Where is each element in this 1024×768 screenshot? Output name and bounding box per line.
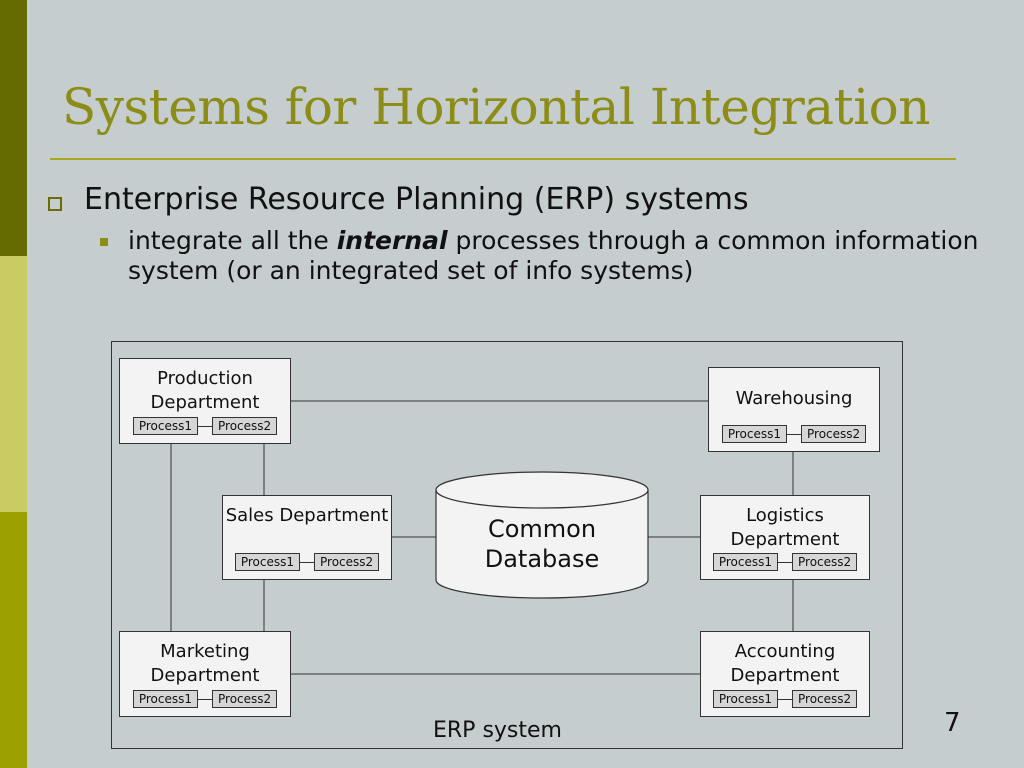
dept-name: Sales Department (225, 505, 389, 526)
process-row: Process1 Process2 (709, 425, 879, 443)
square-bullet-icon (48, 197, 62, 211)
process-row: Process1 Process2 (701, 690, 869, 708)
dept-name: Warehousing (735, 388, 853, 409)
sub-bullet-emphasis: internal (336, 226, 448, 255)
process1-box: Process1 (132, 417, 198, 435)
process2-box: Process2 (212, 690, 278, 708)
sub-bullet-text-post: processes through a common information s… (128, 226, 979, 285)
process2-box: Process2 (314, 553, 380, 571)
small-square-bullet-icon (100, 238, 108, 246)
dept-name: Logistics Department (730, 505, 840, 550)
process-row: Process1 Process2 (120, 690, 290, 708)
slide-title: Systems for Horizontal Integration (62, 78, 931, 136)
process-row: Process1 Process2 (223, 553, 391, 571)
common-database-label: Common Database (484, 515, 600, 573)
accent-stripe-bottom (0, 512, 27, 768)
process-row: Process1 Process2 (701, 553, 869, 571)
process1-box: Process1 (721, 425, 787, 443)
process2-box: Process2 (792, 553, 858, 571)
page-number: 7 (944, 708, 961, 738)
process-connector (198, 698, 212, 700)
process-connector (787, 433, 801, 435)
dept-name: Production Department (150, 368, 260, 413)
process-connector (778, 561, 792, 563)
process-row: Process1 Process2 (120, 417, 290, 435)
erp-system-caption: ERP system (433, 718, 562, 743)
process-connector (778, 698, 792, 700)
process-connector (300, 561, 314, 563)
dept-accounting: Accounting Department Process1 Process2 (700, 631, 870, 717)
erp-diagram-frame (111, 341, 903, 749)
sub-bullet-text-pre: integrate all the (128, 226, 337, 255)
bullet-erp: Enterprise Resource Planning (ERP) syste… (84, 182, 749, 217)
process2-box: Process2 (792, 690, 858, 708)
process1-box: Process1 (712, 690, 778, 708)
dept-marketing: Marketing Department Process1 Process2 (119, 631, 291, 717)
dept-name: Marketing Department (150, 641, 260, 686)
dept-warehousing: Warehousing Process1 Process2 (708, 367, 880, 452)
dept-production: Production Department Process1 Process2 (119, 358, 291, 444)
process1-box: Process1 (712, 553, 778, 571)
dept-logistics: Logistics Department Process1 Process2 (700, 495, 870, 580)
title-underline (50, 158, 956, 160)
database-cylinder-icon (435, 471, 649, 599)
sub-bullet-integrate: integrate all the internal processes thr… (128, 226, 988, 286)
accent-stripe-middle (0, 256, 27, 512)
accent-stripe-top (0, 0, 27, 256)
process2-box: Process2 (212, 417, 278, 435)
process-connector (198, 425, 212, 427)
dept-sales: Sales Department Process1 Process2 (222, 495, 392, 580)
process1-box: Process1 (132, 690, 198, 708)
dept-name: Accounting Department (730, 641, 840, 686)
process2-box: Process2 (801, 425, 867, 443)
process1-box: Process1 (234, 553, 300, 571)
